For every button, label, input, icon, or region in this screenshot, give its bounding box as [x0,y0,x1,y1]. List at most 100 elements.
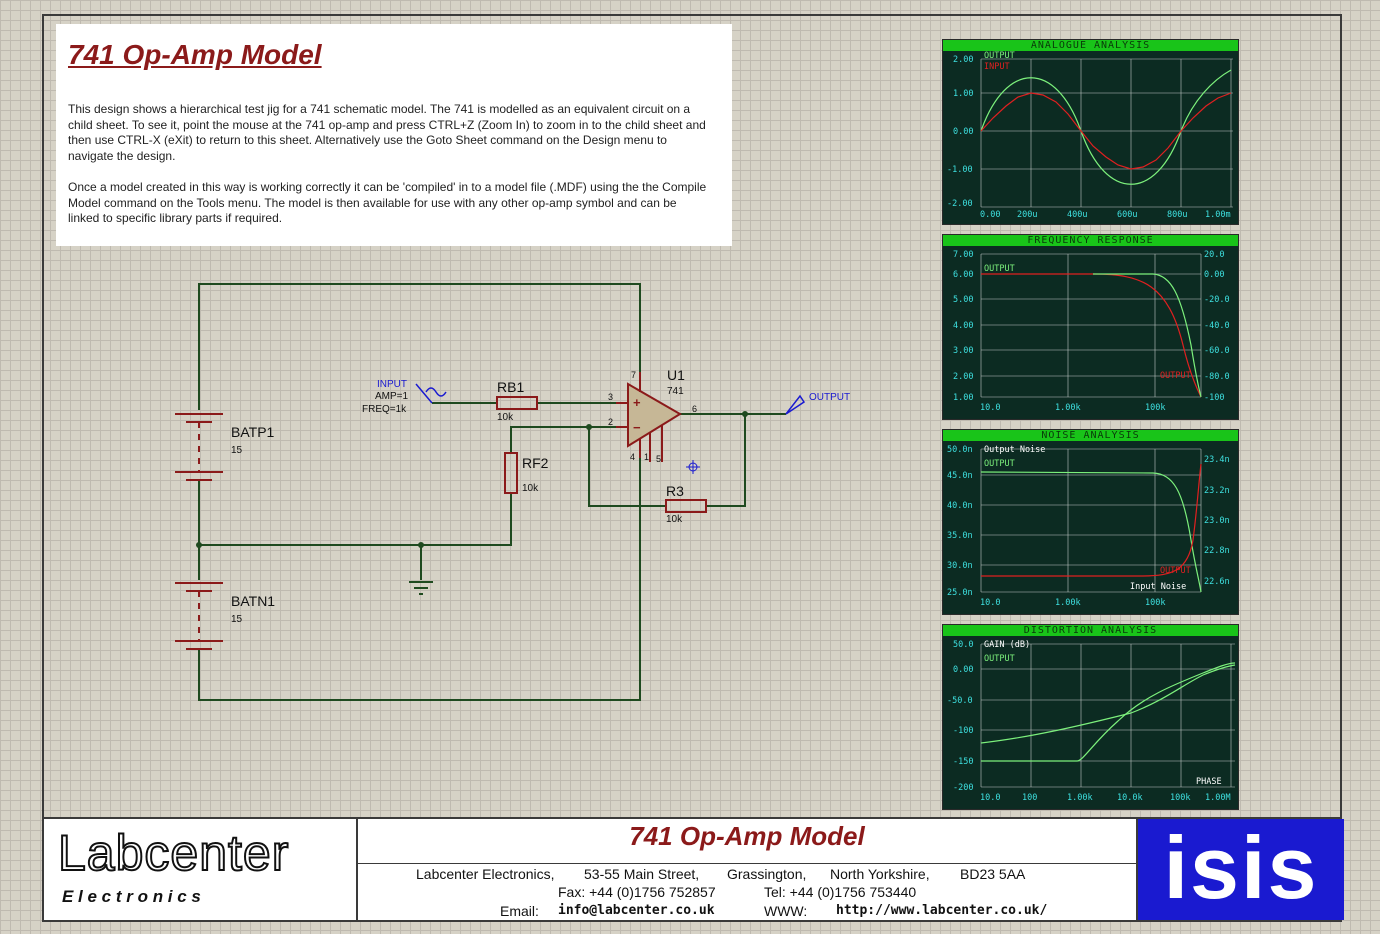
trace-phase [981,662,1236,762]
output-label: OUTPUT [809,392,850,403]
svg-text:OUTPUT: OUTPUT [1160,566,1191,576]
description-paragraph-1: This design shows a hierarchical test ji… [68,102,706,163]
svg-text:30.0n: 30.0n [947,561,973,571]
svg-text:50.0: 50.0 [953,640,973,650]
svg-text:7.00: 7.00 [953,250,973,260]
graph-distortion-analysis[interactable]: DISTORTION ANALYSIS GAIN (dB) OUTPUT PHA… [942,624,1239,810]
description-title: 741 Op-Amp Model [68,39,322,70]
svg-text:0.00: 0.00 [980,210,1000,220]
batn1-value: 15 [231,614,243,625]
u1-name: U1 [667,367,685,383]
r3-name: R3 [666,483,684,499]
title-block: Labcenter E l e c t r o n i c s 741 Op-A… [42,817,1344,922]
logo-electronics-text: E l e c t r o n i c s [62,887,201,906]
input-freq: FREQ=1k [362,404,407,415]
svg-text:-150: -150 [953,757,973,767]
svg-text:4.00: 4.00 [953,321,973,331]
website-link[interactable]: http://www.labcenter.co.uk/ [836,903,1048,918]
batn1-name: BATN1 [231,593,275,609]
junctions [196,411,748,548]
svg-text:23.0n: 23.0n [1204,516,1230,526]
graph-analogue-analysis[interactable]: ANALOGUE ANALYSIS OUTPUT INPUT 2.00 1.00… [942,39,1239,225]
svg-text:10.0k: 10.0k [1117,793,1143,803]
svg-text:3.00: 3.00 [953,346,973,356]
graph-distortion-title: DISTORTION ANALYSIS [943,625,1238,636]
svg-text:-200: -200 [953,783,973,793]
graph-noise-title: NOISE ANALYSIS [943,430,1238,441]
svg-text:-100: -100 [1204,393,1224,403]
labcenter-logo: Labcenter E l e c t r o n i c s [44,819,358,920]
resistor-rf2[interactable] [504,452,518,494]
rb1-name: RB1 [497,379,524,395]
svg-text:22.6n: 22.6n [1204,577,1230,587]
trace-gain [981,273,1202,398]
wire-positive-supply [198,283,641,410]
rb1-value: 10k [497,412,514,423]
svg-text:-40.0: -40.0 [1204,321,1230,331]
svg-text:35.0n: 35.0n [947,531,973,541]
isis-logo-text: isis [1163,818,1319,917]
ground-symbol [409,581,433,595]
rf2-name: RF2 [522,455,549,471]
svg-text:50.0n: 50.0n [947,445,973,455]
trace-gain [980,664,1236,744]
wire-ground-rail [199,493,512,546]
svg-text:1.00k: 1.00k [1067,793,1093,803]
svg-text:-100: -100 [953,726,973,736]
opamp-u1[interactable] [616,372,682,462]
svg-text:1.00k: 1.00k [1055,598,1081,608]
u1-value: 741 [667,386,684,397]
graph-noise-analysis[interactable]: NOISE ANALYSIS Output Noise OUTPUT OUTPU… [942,429,1239,615]
opamp-minus-sign: − [633,420,641,435]
trace-output [980,69,1232,185]
graph-frequency-title: FREQUENCY RESPONSE [943,235,1238,246]
crosshair-cursor-icon [686,460,700,474]
description-paragraph-2: Once a model created in this way is work… [68,180,707,225]
battery-batn1[interactable] [175,582,223,650]
email-link[interactable]: info@labcenter.co.uk [558,903,715,918]
svg-text:10.0: 10.0 [980,598,1000,608]
wires[interactable] [198,283,786,701]
svg-text:800u: 800u [1167,210,1187,220]
pin-3-label: 3 [608,392,613,402]
svg-text:Input Noise: Input Noise [1130,582,1186,592]
svg-text:PHASE: PHASE [1196,777,1222,787]
svg-text:OUTPUT: OUTPUT [984,459,1015,469]
pin-2-label: 2 [608,417,613,427]
resistor-rb1[interactable] [496,396,538,410]
svg-text:-60.0: -60.0 [1204,346,1230,356]
address-line: Labcenter Electronics, 53-55 Main Street… [358,863,1136,884]
resistor-r3[interactable] [665,499,707,513]
batp1-value: 15 [231,445,243,456]
svg-text:10.0: 10.0 [980,403,1000,413]
svg-text:2.00: 2.00 [953,372,973,382]
svg-text:600u: 600u [1117,210,1137,220]
svg-text:23.2n: 23.2n [1204,486,1230,496]
graph-frequency-response[interactable]: FREQUENCY RESPONSE OUTPUT OUTPUT 7.00 6.… [942,234,1239,420]
battery-batp1[interactable] [175,413,223,481]
svg-text:6.00: 6.00 [953,270,973,280]
svg-text:45.0n: 45.0n [947,471,973,481]
svg-text:5.00: 5.00 [953,295,973,305]
svg-text:1.00k: 1.00k [1055,403,1081,413]
svg-text:OUTPUT: OUTPUT [1160,371,1191,381]
svg-text:OUTPUT: OUTPUT [984,654,1015,664]
input-amp: AMP=1 [375,391,409,402]
graph-analogue-title: ANALOGUE ANALYSIS [943,40,1238,51]
svg-text:10.0: 10.0 [980,793,1000,803]
svg-text:-80.0: -80.0 [1204,372,1230,382]
svg-text:100k: 100k [1170,793,1190,803]
opamp-plus-sign: + [633,395,641,410]
svg-text:400u: 400u [1067,210,1087,220]
wire-feedback-left [588,427,666,507]
svg-text:-2.00: -2.00 [947,199,973,209]
generator-input[interactable] [415,383,447,404]
svg-text:2.00: 2.00 [953,55,973,65]
svg-text:40.0n: 40.0n [947,501,973,511]
analogue-legend-input: INPUT [984,62,1010,72]
description-box: 741 Op-Amp Model This design shows a hie… [56,24,732,246]
title-block-center: 741 Op-Amp Model Labcenter Electronics, … [358,819,1136,920]
input-label: INPUT [377,379,407,390]
output-terminal-arrow-icon[interactable] [785,394,806,415]
